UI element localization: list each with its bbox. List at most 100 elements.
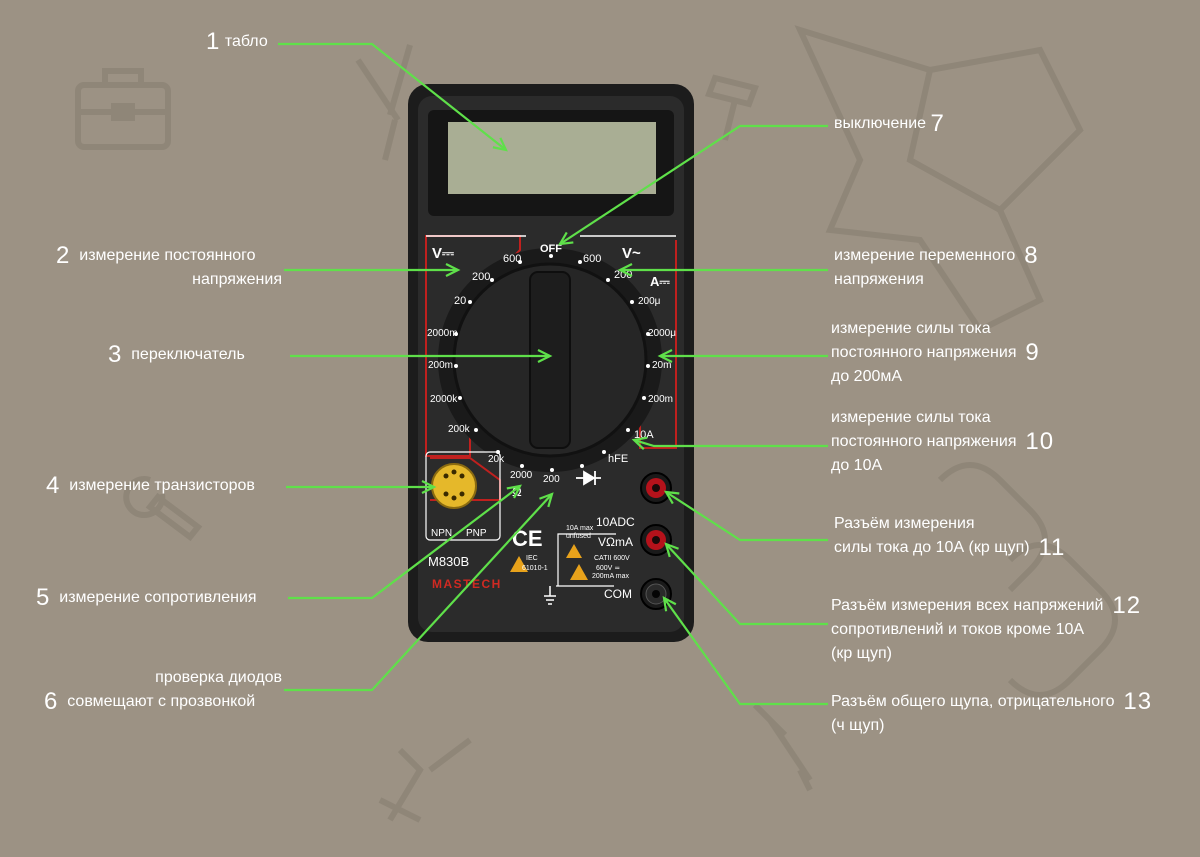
label-r2000: 2000 xyxy=(510,470,533,481)
callout-2-number: 2 xyxy=(56,242,71,269)
callout-pointers xyxy=(278,42,828,706)
label-r20k: 20k xyxy=(488,454,505,465)
label-r200: 200 xyxy=(543,474,560,485)
ground-icon xyxy=(544,586,556,605)
label-600v: 600V ≂ xyxy=(596,565,620,572)
lcd-display xyxy=(448,122,656,194)
pointer-line-12 xyxy=(665,543,828,626)
callout-7-text: выключение xyxy=(834,115,927,132)
label-jack-voma: VΩmA xyxy=(598,535,633,549)
callout-10-number: 10 xyxy=(1025,428,1055,455)
pointer-arrowhead-7 xyxy=(557,231,574,246)
callout-12-text-3: (кр щуп) xyxy=(831,645,893,663)
label-10a-max: 10A max xyxy=(566,525,594,532)
label-v200m: 200m xyxy=(428,360,453,371)
warning-icon xyxy=(570,564,588,580)
pointer-line-6 xyxy=(284,493,553,692)
callout-2: 2 измерение постоянного напряжения xyxy=(56,244,282,292)
pointer-line-5 xyxy=(288,485,521,600)
callout-9-text-1: измерение силы тока xyxy=(831,320,991,337)
chain-icon xyxy=(937,462,1118,698)
callout-9-number: 9 xyxy=(1025,339,1040,366)
pointer-arrowhead-13 xyxy=(662,596,677,612)
toolbox-icon xyxy=(75,68,171,150)
label-v200-right: 200 xyxy=(614,269,632,281)
callout-7-number: 7 xyxy=(930,110,945,137)
pliers-icon xyxy=(355,44,413,161)
callout-5-number: 5 xyxy=(36,584,51,611)
label-a200u: 200μ xyxy=(638,296,661,307)
callout-3: 3 переключатель xyxy=(108,343,245,367)
callout-1-text: табло xyxy=(224,33,268,50)
label-model: M830B xyxy=(428,554,469,569)
screwdriver-icon xyxy=(123,476,203,542)
pointer-arrowhead-4 xyxy=(421,480,437,494)
pointer-arrowhead-9 xyxy=(657,349,673,363)
jacks xyxy=(640,472,672,610)
pointer-line-13 xyxy=(663,597,828,706)
hfe-socket-frame xyxy=(425,451,501,541)
callout-13: Разъём общего щупа, отрицательного 13 (ч… xyxy=(831,690,1187,738)
label-pnp: PNP xyxy=(466,528,487,539)
pointer-arrowhead-2 xyxy=(445,263,461,277)
label-a200m: 200m xyxy=(648,394,673,405)
label-off: OFF xyxy=(540,243,562,255)
callout-8-number: 8 xyxy=(1024,242,1039,269)
label-v20: 20 xyxy=(454,295,466,307)
callout-4-text: измерение транзисторов xyxy=(69,477,255,494)
pointer-arrowhead-5 xyxy=(506,484,522,499)
callout-11: Разъём измерения силы тока до 10А (кр щу… xyxy=(834,512,1094,560)
diode-icon xyxy=(576,470,601,486)
callout-7: выключение 7 xyxy=(834,112,945,136)
pointer-arrowhead-8 xyxy=(617,263,633,277)
callout-13-text-2: (ч щуп) xyxy=(831,717,885,735)
callout-13-number: 13 xyxy=(1123,688,1153,715)
warning-icon xyxy=(510,556,528,572)
background-decoration xyxy=(75,25,1118,823)
tools-cross-icon xyxy=(378,737,472,823)
callout-10-text-1: измерение силы тока xyxy=(831,409,991,426)
callout-2-text-2: напряжения xyxy=(192,271,282,289)
callout-11-text-1: Разъём измерения xyxy=(834,515,975,532)
pointer-line-1 xyxy=(278,42,507,151)
pointer-line-10 xyxy=(633,438,828,448)
pointer-line-7 xyxy=(559,124,828,245)
callout-8: измерение переменного 8 напряжения xyxy=(834,244,1074,292)
callout-6-text-1: проверка диодов xyxy=(155,669,282,686)
hammer-icon xyxy=(705,74,759,141)
callout-9-text-3: до 200мА xyxy=(831,368,903,386)
label-r200k: 200k xyxy=(448,424,471,435)
label-npn: NPN xyxy=(431,528,452,539)
label-unfused: unfused xyxy=(566,533,591,540)
callout-4-number: 4 xyxy=(46,472,61,499)
brand-logo: MASTECH xyxy=(432,577,502,591)
spark-plug-icon xyxy=(752,702,813,792)
pointer-arrowhead-10 xyxy=(631,436,648,450)
callout-12: Разъём измерения всех напряжений 12 сопр… xyxy=(831,594,1181,666)
label-v200-left: 200 xyxy=(472,271,490,283)
callout-10-text-2: постоянного напряжения xyxy=(831,433,1017,450)
callout-3-text: переключатель xyxy=(131,346,245,363)
pointer-arrowhead-11 xyxy=(663,490,680,505)
callout-10: измерение силы тока постоянного напряжен… xyxy=(831,406,1091,478)
label-a10: 10A xyxy=(634,429,654,441)
callout-5-text: измерение сопротивления xyxy=(59,589,257,606)
label-r2000k: 2000k xyxy=(430,394,458,405)
label-200ma: 200mA max xyxy=(592,573,629,580)
callout-1: 1 табло xyxy=(206,30,268,54)
callout-6-number: 6 xyxy=(44,688,59,715)
callout-8-text-1: измерение переменного xyxy=(834,247,1016,264)
label-cat: CATII 600V xyxy=(594,555,630,562)
label-hfe: hFE xyxy=(608,453,628,465)
callout-3-number: 3 xyxy=(108,341,123,368)
range-dots xyxy=(454,254,650,472)
callout-1-number: 1 xyxy=(206,28,221,55)
warning-icons xyxy=(510,544,588,580)
label-vdc: V⎓ xyxy=(432,245,454,262)
rotary-knob-pointer xyxy=(529,271,571,449)
hfe-socket-holes xyxy=(443,469,465,501)
label-vac: V~ xyxy=(622,245,641,262)
label-ce: CE xyxy=(512,526,543,551)
label-adc: A⎓ xyxy=(650,274,670,289)
